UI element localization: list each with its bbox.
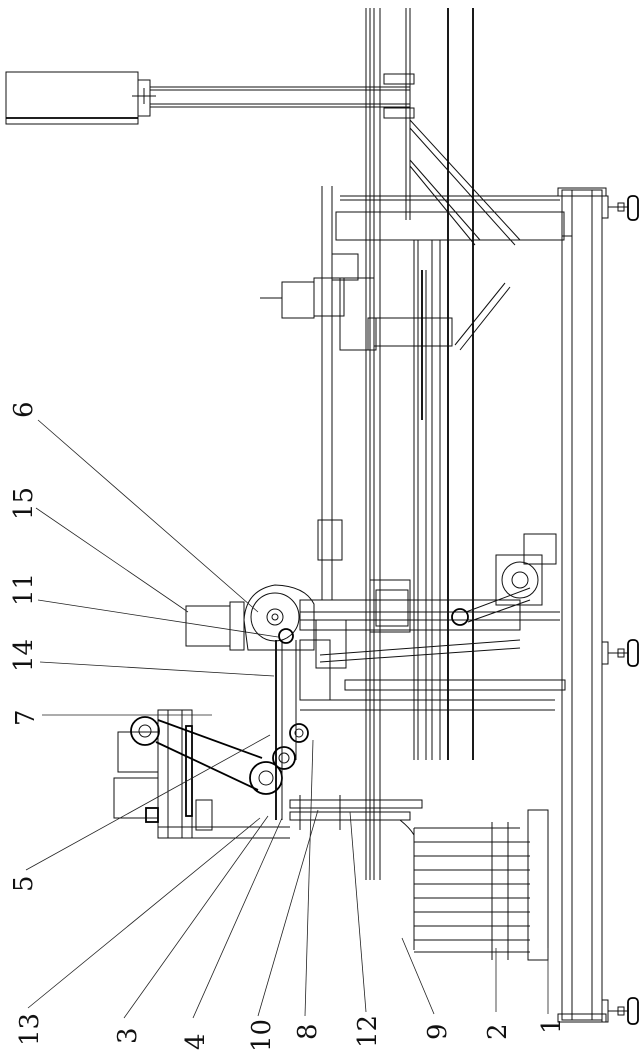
lift-column (185, 584, 347, 820)
part-labels: 6 15 11 14 7 5 13 3 4 10 8 12 9 2 1 (9, 401, 567, 1052)
leader-12 (349, 811, 367, 1013)
label-7: 7 (11, 709, 41, 726)
base-frame (557, 187, 639, 1025)
label-15: 15 (9, 487, 39, 520)
leader-4 (192, 817, 283, 1019)
leveling-foot-bottom (601, 997, 639, 1025)
label-13: 13 (15, 1013, 45, 1046)
leader-14 (39, 661, 275, 677)
label-5: 5 (9, 875, 39, 892)
label-12: 12 (353, 1015, 383, 1048)
servo-motor (260, 253, 453, 351)
leveling-foot-middle (601, 639, 639, 667)
leader-15 (35, 507, 189, 613)
label-2: 2 (483, 1023, 513, 1040)
gantry-mast (365, 8, 521, 880)
upper-crossbar (321, 186, 573, 600)
leader-11 (37, 599, 279, 638)
label-8: 8 (293, 1023, 323, 1040)
leader-9 (401, 937, 435, 1015)
label-11: 11 (9, 573, 39, 606)
top-motor (5, 71, 415, 125)
label-10: 10 (247, 1019, 277, 1052)
leader-5 (25, 734, 271, 871)
leveling-foot-top (601, 195, 639, 221)
leader-lines (25, 419, 549, 1019)
leader-8 (304, 739, 314, 1017)
leader-10 (257, 809, 319, 1017)
label-14: 14 (9, 639, 39, 672)
label-1: 1 (537, 1017, 567, 1034)
label-6: 6 (9, 401, 39, 418)
stacked-plates (399, 809, 549, 961)
linear-guide (413, 240, 441, 760)
label-9: 9 (423, 1023, 453, 1040)
label-3: 3 (113, 1027, 143, 1044)
leader-13 (27, 817, 261, 1009)
left-drive (113, 709, 309, 839)
leader-6 (37, 419, 259, 613)
comb-arms (289, 795, 423, 830)
label-4: 4 (181, 1033, 211, 1050)
leader-3 (123, 815, 269, 1019)
